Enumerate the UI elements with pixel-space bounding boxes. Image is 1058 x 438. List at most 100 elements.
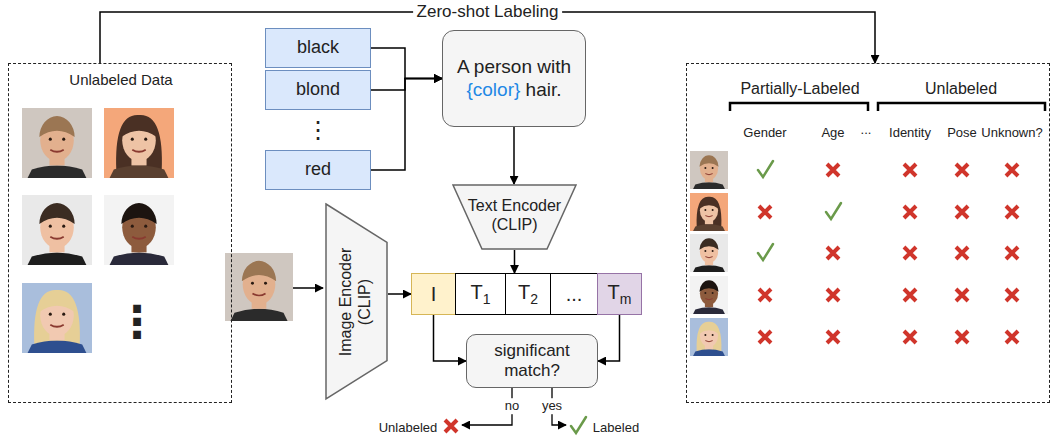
column-header: Pose: [947, 125, 977, 141]
face-photo: [22, 108, 92, 178]
face-photo: [690, 193, 728, 231]
eye: [49, 138, 52, 141]
mouth: [705, 299, 712, 300]
hair: [697, 197, 722, 227]
cross-mark: [827, 331, 839, 343]
connector: [514, 250, 516, 273]
column-header: Age: [821, 125, 844, 141]
color-box: red: [265, 150, 371, 190]
mouth: [705, 341, 712, 342]
shoulders: [693, 265, 725, 272]
shoulders: [693, 224, 725, 231]
connector: [598, 315, 620, 361]
photo-ground: [22, 195, 92, 265]
eye: [704, 209, 706, 211]
mouth: [50, 237, 63, 239]
eye: [62, 225, 65, 228]
cross-mark: [1006, 289, 1018, 301]
photo-ground: [225, 253, 293, 321]
face-photo: [22, 195, 92, 265]
hair: [39, 203, 74, 224]
column-header: Gender: [743, 125, 786, 141]
photo-ground: [104, 108, 174, 178]
connector: [371, 48, 442, 79]
mouth: [50, 150, 63, 152]
face-photo: [104, 195, 174, 265]
column-header: Identity: [889, 125, 931, 141]
connector: [434, 315, 467, 361]
hair: [121, 203, 156, 224]
check-mark: [758, 244, 773, 260]
encoder-outline: [326, 204, 387, 399]
node-label: I: [431, 282, 437, 306]
hair: [39, 116, 74, 137]
hair: [699, 197, 718, 208]
cross-mark: [827, 289, 839, 301]
embedding-cell: Tm: [597, 273, 642, 315]
cross-mark: [445, 420, 457, 432]
cross-mark: [1006, 206, 1018, 218]
node-label: black: [297, 37, 339, 59]
face-photo: [690, 151, 728, 189]
connector: [513, 127, 515, 184]
shoulders: [28, 252, 87, 265]
photo-ground: [690, 234, 728, 272]
connector: [388, 293, 411, 295]
color-box: blond: [265, 70, 371, 110]
outcome-label: Unlabeled: [379, 420, 438, 436]
face-photo: [225, 253, 293, 321]
eye: [144, 138, 147, 141]
shoulders: [28, 340, 87, 353]
node-label: ...: [566, 282, 583, 306]
eye: [704, 250, 706, 252]
shoulders: [28, 165, 87, 178]
column-header: ...: [861, 122, 872, 138]
photo-ground: [104, 195, 174, 265]
hair: [699, 322, 718, 333]
ellipsis: ⋮: [115, 296, 159, 349]
shoulders: [693, 182, 725, 189]
branch-label: no: [503, 398, 521, 414]
eye: [131, 225, 134, 228]
prompt-box: A person with {color} hair.: [442, 30, 586, 127]
hair: [34, 290, 80, 346]
text-encoder: Text Encoder (CLIP): [452, 184, 577, 250]
mouth: [705, 216, 712, 217]
check-mark: [826, 203, 841, 219]
result-panel: Partially-Labeled Unlabeled: [686, 63, 1050, 403]
eye: [144, 225, 147, 228]
node-label: A person with {color} hair.: [449, 56, 579, 102]
eye: [704, 167, 706, 169]
panel-heading: Partially-Labeled: [740, 79, 859, 98]
eye: [131, 138, 134, 141]
shoulders: [693, 349, 725, 356]
hair: [699, 155, 718, 166]
group-bracket: [878, 103, 1045, 111]
cross-mark: [759, 331, 771, 343]
group-bracket: [730, 103, 868, 111]
node-label: significant match?: [473, 341, 591, 382]
cross-mark: [956, 164, 968, 176]
eye: [62, 313, 65, 316]
photo-ground: [690, 276, 728, 314]
input-arrow: [293, 287, 323, 289]
edge-label: Zero-shot Labeling: [413, 2, 563, 22]
data-panel: Unlabeled Data: [8, 63, 232, 403]
eye: [712, 334, 714, 336]
image-encoder: Image Encoder (CLIP): [325, 203, 388, 400]
hair: [121, 116, 156, 137]
photo-ground: [690, 193, 728, 231]
eye: [704, 334, 706, 336]
mouth: [132, 150, 145, 152]
cross-mark: [827, 164, 839, 176]
cross-mark: [956, 331, 968, 343]
check-mark: [571, 417, 586, 433]
face-photo: [690, 276, 728, 314]
panel-heading: Unlabeled: [925, 79, 997, 98]
color-box: black: [265, 28, 371, 68]
cross-mark: [1006, 247, 1018, 259]
embedding-cell: T1: [455, 273, 506, 315]
panel-heading: Unlabeled Data: [69, 71, 172, 89]
label-marks: [445, 161, 1018, 433]
